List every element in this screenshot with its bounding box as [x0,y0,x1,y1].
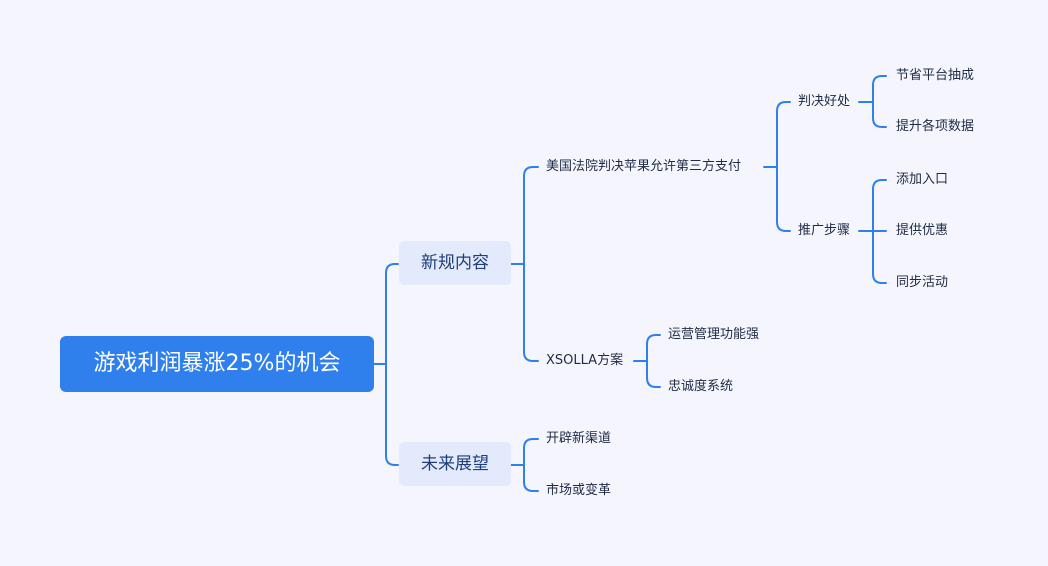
connector-court-ruling [763,101,791,232]
connector-xsolla [633,334,661,388]
branch-node-new-rules[interactable]: 新规内容 [399,241,511,285]
node-ruling-benefits[interactable]: 判决好处 [798,94,851,109]
branch-node-outlook[interactable]: 未来展望 [399,442,511,486]
node-court-ruling[interactable]: 美国法院判决苹果允许第三方支付 [546,159,742,174]
root-node[interactable]: 游戏利润暴涨25%的机会 [60,336,374,392]
connector-benefits [858,75,887,128]
node-offer-discounts[interactable]: 提供优惠 [896,223,949,238]
connector-steps [858,179,887,284]
connector-root [373,263,399,466]
node-loyalty-system[interactable]: 忠诚度系统 [668,379,734,394]
connector-outlook [510,438,539,492]
node-sync-events[interactable]: 同步活动 [896,275,949,290]
node-improve-metrics[interactable]: 提升各项数据 [896,119,975,134]
node-xsolla-plan[interactable]: XSOLLA方案 [546,353,624,368]
node-new-channels[interactable]: 开辟新渠道 [546,431,612,446]
node-save-commission[interactable]: 节省平台抽成 [896,68,975,83]
node-strong-ops[interactable]: 运营管理功能强 [668,327,760,342]
connector-new-rules [510,166,539,362]
node-market-change[interactable]: 市场或变革 [546,483,612,498]
node-promotion-steps[interactable]: 推广步骤 [798,223,851,238]
node-add-entry[interactable]: 添加入口 [896,172,949,187]
